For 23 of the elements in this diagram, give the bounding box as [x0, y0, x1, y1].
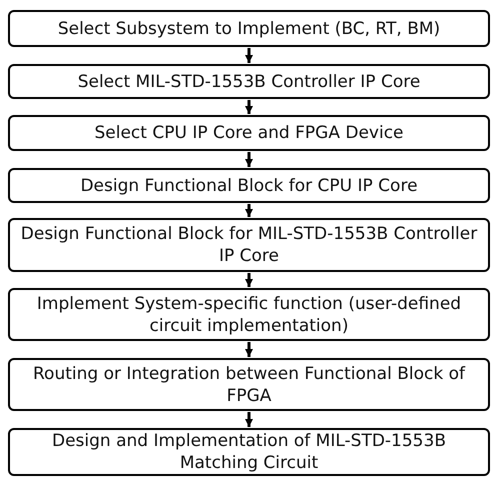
arrow — [245, 342, 253, 357]
arrow — [245, 412, 253, 427]
process-box — [8, 64, 490, 99]
arrow — [245, 48, 253, 63]
process-box — [8, 428, 490, 476]
process-box — [8, 168, 490, 203]
arrow — [245, 273, 253, 287]
arrow — [245, 100, 253, 114]
step-text: Select Subsystem to Implement (BC, RT, BM) — [58, 18, 440, 40]
step-text: Routing or Integration between Functional Block of FPGA — [32, 362, 466, 406]
step-text: Design Functional Block for MIL-STD-1553B Controller IP Core — [20, 223, 478, 267]
step-text: Design Functional Block for CPU IP Core — [80, 174, 418, 196]
process-box — [8, 218, 490, 272]
step-text: Design and Implementation of MIL-STD-1553B Matching Circuit — [51, 430, 447, 474]
arrow — [245, 152, 253, 167]
step-text: Implement System-specific function (user-defined circuit implementation) — [36, 292, 462, 336]
process-box — [8, 358, 490, 411]
arrow — [245, 204, 253, 217]
step-text: Select CPU IP Core and FPGA Device — [94, 122, 404, 144]
process-box — [8, 115, 490, 151]
process-box — [8, 10, 490, 47]
step-text: Select MIL-STD-1553B Controller IP Core — [78, 70, 420, 92]
process-box — [8, 288, 490, 341]
